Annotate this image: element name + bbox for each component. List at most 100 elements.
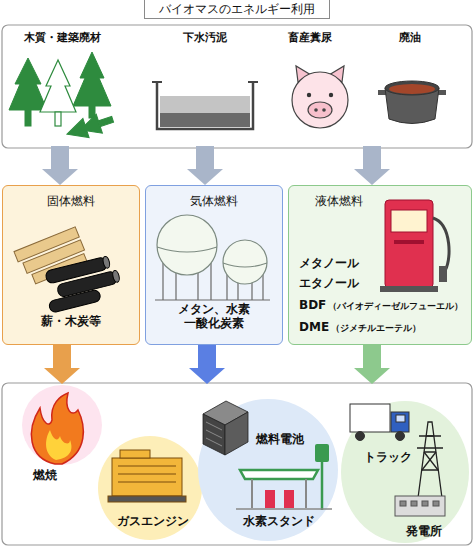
use-item: 燃料電池: [200, 384, 335, 460]
flow-arrow: [354, 146, 390, 185]
fallen-tree-icon-part: [77, 114, 102, 139]
power-tower-icon-part: [418, 422, 442, 498]
fuel-pump-icon: [380, 200, 449, 292]
pig-icon-part: [292, 72, 348, 128]
fuel-pump-icon-part: [391, 210, 427, 232]
flow-arrow: [354, 345, 390, 384]
hydrogen-station-icon-part: [284, 490, 294, 508]
charcoal-icon-part: [41, 254, 124, 313]
oil-pot-icon-part: [385, 81, 439, 95]
node-text: DME: [299, 320, 329, 334]
flow-arrow: [187, 146, 223, 185]
gas-engine-icon: [108, 450, 186, 502]
gas-engine-icon-part-part: [118, 482, 176, 483]
charcoal-icon: [41, 254, 124, 313]
oil-pot-icon-part: [389, 84, 435, 94]
sludge-tank-icon-part: [157, 82, 253, 129]
fuel-cell-icon-part: [203, 414, 225, 455]
charcoal-icon-part-part: [102, 256, 111, 269]
power-plant-icon: [395, 496, 445, 516]
truck-icon: [350, 404, 409, 441]
fuel-cell-icon-part: [225, 412, 248, 455]
node-text: （ジメチルエーテル）: [331, 323, 421, 334]
use-panel: [2, 383, 472, 545]
fuel-cell-icon-part-part: [206, 438, 222, 446]
engine-blob: [98, 436, 202, 540]
white-tree-icon-part: [55, 112, 61, 126]
hydrogen-station-icon-part: [305, 479, 307, 508]
node-label: 水素スタンド: [243, 514, 315, 528]
hydrogen-station-icon-part: [315, 444, 329, 462]
node-label: 燃料電池: [256, 432, 304, 446]
solid-fill: [2, 185, 140, 345]
truck-icon-part: [396, 432, 405, 441]
sludge-tank-icon-part: [152, 81, 162, 83]
source-item: 下水汚泥: [150, 28, 260, 146]
flow-arrow: [44, 345, 80, 384]
node-text: メタン、水素 一酸化炭素: [162, 302, 266, 331]
fire-icon-part: [31, 393, 83, 464]
power-tower-icon: [417, 422, 443, 498]
pig-icon-part: [308, 102, 332, 118]
fuel-pump-icon-part: [433, 218, 449, 272]
hydrogen-station-icon-part: [251, 479, 253, 508]
gas-holder-icon-part: [157, 247, 217, 252]
use-item: トラック: [340, 384, 470, 470]
pig-icon: [292, 66, 348, 128]
power-plant-icon-part: [400, 501, 406, 506]
node-label: 燃焼: [33, 468, 57, 482]
white-tree-icon-part: [40, 60, 76, 112]
fuel-cell-icon: [203, 401, 248, 455]
power-tower-icon-part: [422, 436, 438, 470]
fuel-cell-icon-part-part: [206, 422, 222, 430]
gas-holder-icon-part: [223, 240, 267, 284]
tree-icon-part: [9, 58, 47, 110]
power-plant-icon-part: [433, 501, 439, 506]
diagram-title: バイオマスのエネルギー利用: [144, 0, 330, 19]
charcoal-icon-part-part: [112, 270, 121, 283]
hydrogen-station-icon: [236, 444, 332, 510]
gas-engine-icon-part: [112, 458, 182, 496]
combustion-blob: [22, 385, 102, 465]
node-text: 薪・木炭等: [3, 314, 138, 328]
power-tower-icon-part: [417, 436, 443, 448]
node-label: 発電所: [406, 524, 442, 538]
gas-holder-icon-part: [157, 215, 217, 275]
oil-pot-icon-part: [438, 90, 446, 95]
truck-icon-part: [391, 412, 409, 432]
node-label: 木質・建築廃材: [5, 32, 120, 45]
sludge-tank-icon-part: [160, 113, 250, 127]
hydrogen-station-icon-part: [265, 490, 275, 508]
node-text: エタノール: [299, 276, 359, 290]
oil-pot-icon: [378, 81, 446, 124]
fuel-pump-icon-part: [439, 266, 447, 282]
source-item: 木質・建築廃材: [5, 28, 120, 146]
sludge-tank-icon-part: [160, 96, 250, 113]
gas-engine-icon-part-part: [118, 474, 176, 475]
white-tree-icon: [40, 60, 76, 126]
power-plant-icon-part: [395, 496, 445, 516]
node-label: トラック: [364, 450, 412, 464]
node-label: 気体燃料: [146, 194, 281, 208]
oil-pot-icon-part: [378, 90, 386, 95]
use-item: ガスエンジン: [95, 430, 205, 540]
node-label: 固体燃料: [3, 194, 138, 208]
power-plant-icon-part: [422, 501, 428, 506]
use-item: 燃焼: [15, 384, 110, 489]
truck-icon-part: [356, 432, 365, 441]
gas-holder-icon-part: [155, 299, 270, 300]
fuel-cell-icon-part: [206, 422, 222, 446]
gas-engine-icon-part: [120, 450, 150, 458]
hydrogen-blob: [198, 399, 338, 541]
power-plant-icon-part: [411, 501, 417, 506]
pig-icon-part: [307, 93, 311, 97]
node-label: 下水汚泥: [150, 32, 260, 45]
node-label: ガスエンジン: [117, 514, 189, 528]
flow-arrow: [42, 146, 78, 185]
fire-icon: [31, 393, 83, 464]
transport-blob: [341, 401, 469, 543]
